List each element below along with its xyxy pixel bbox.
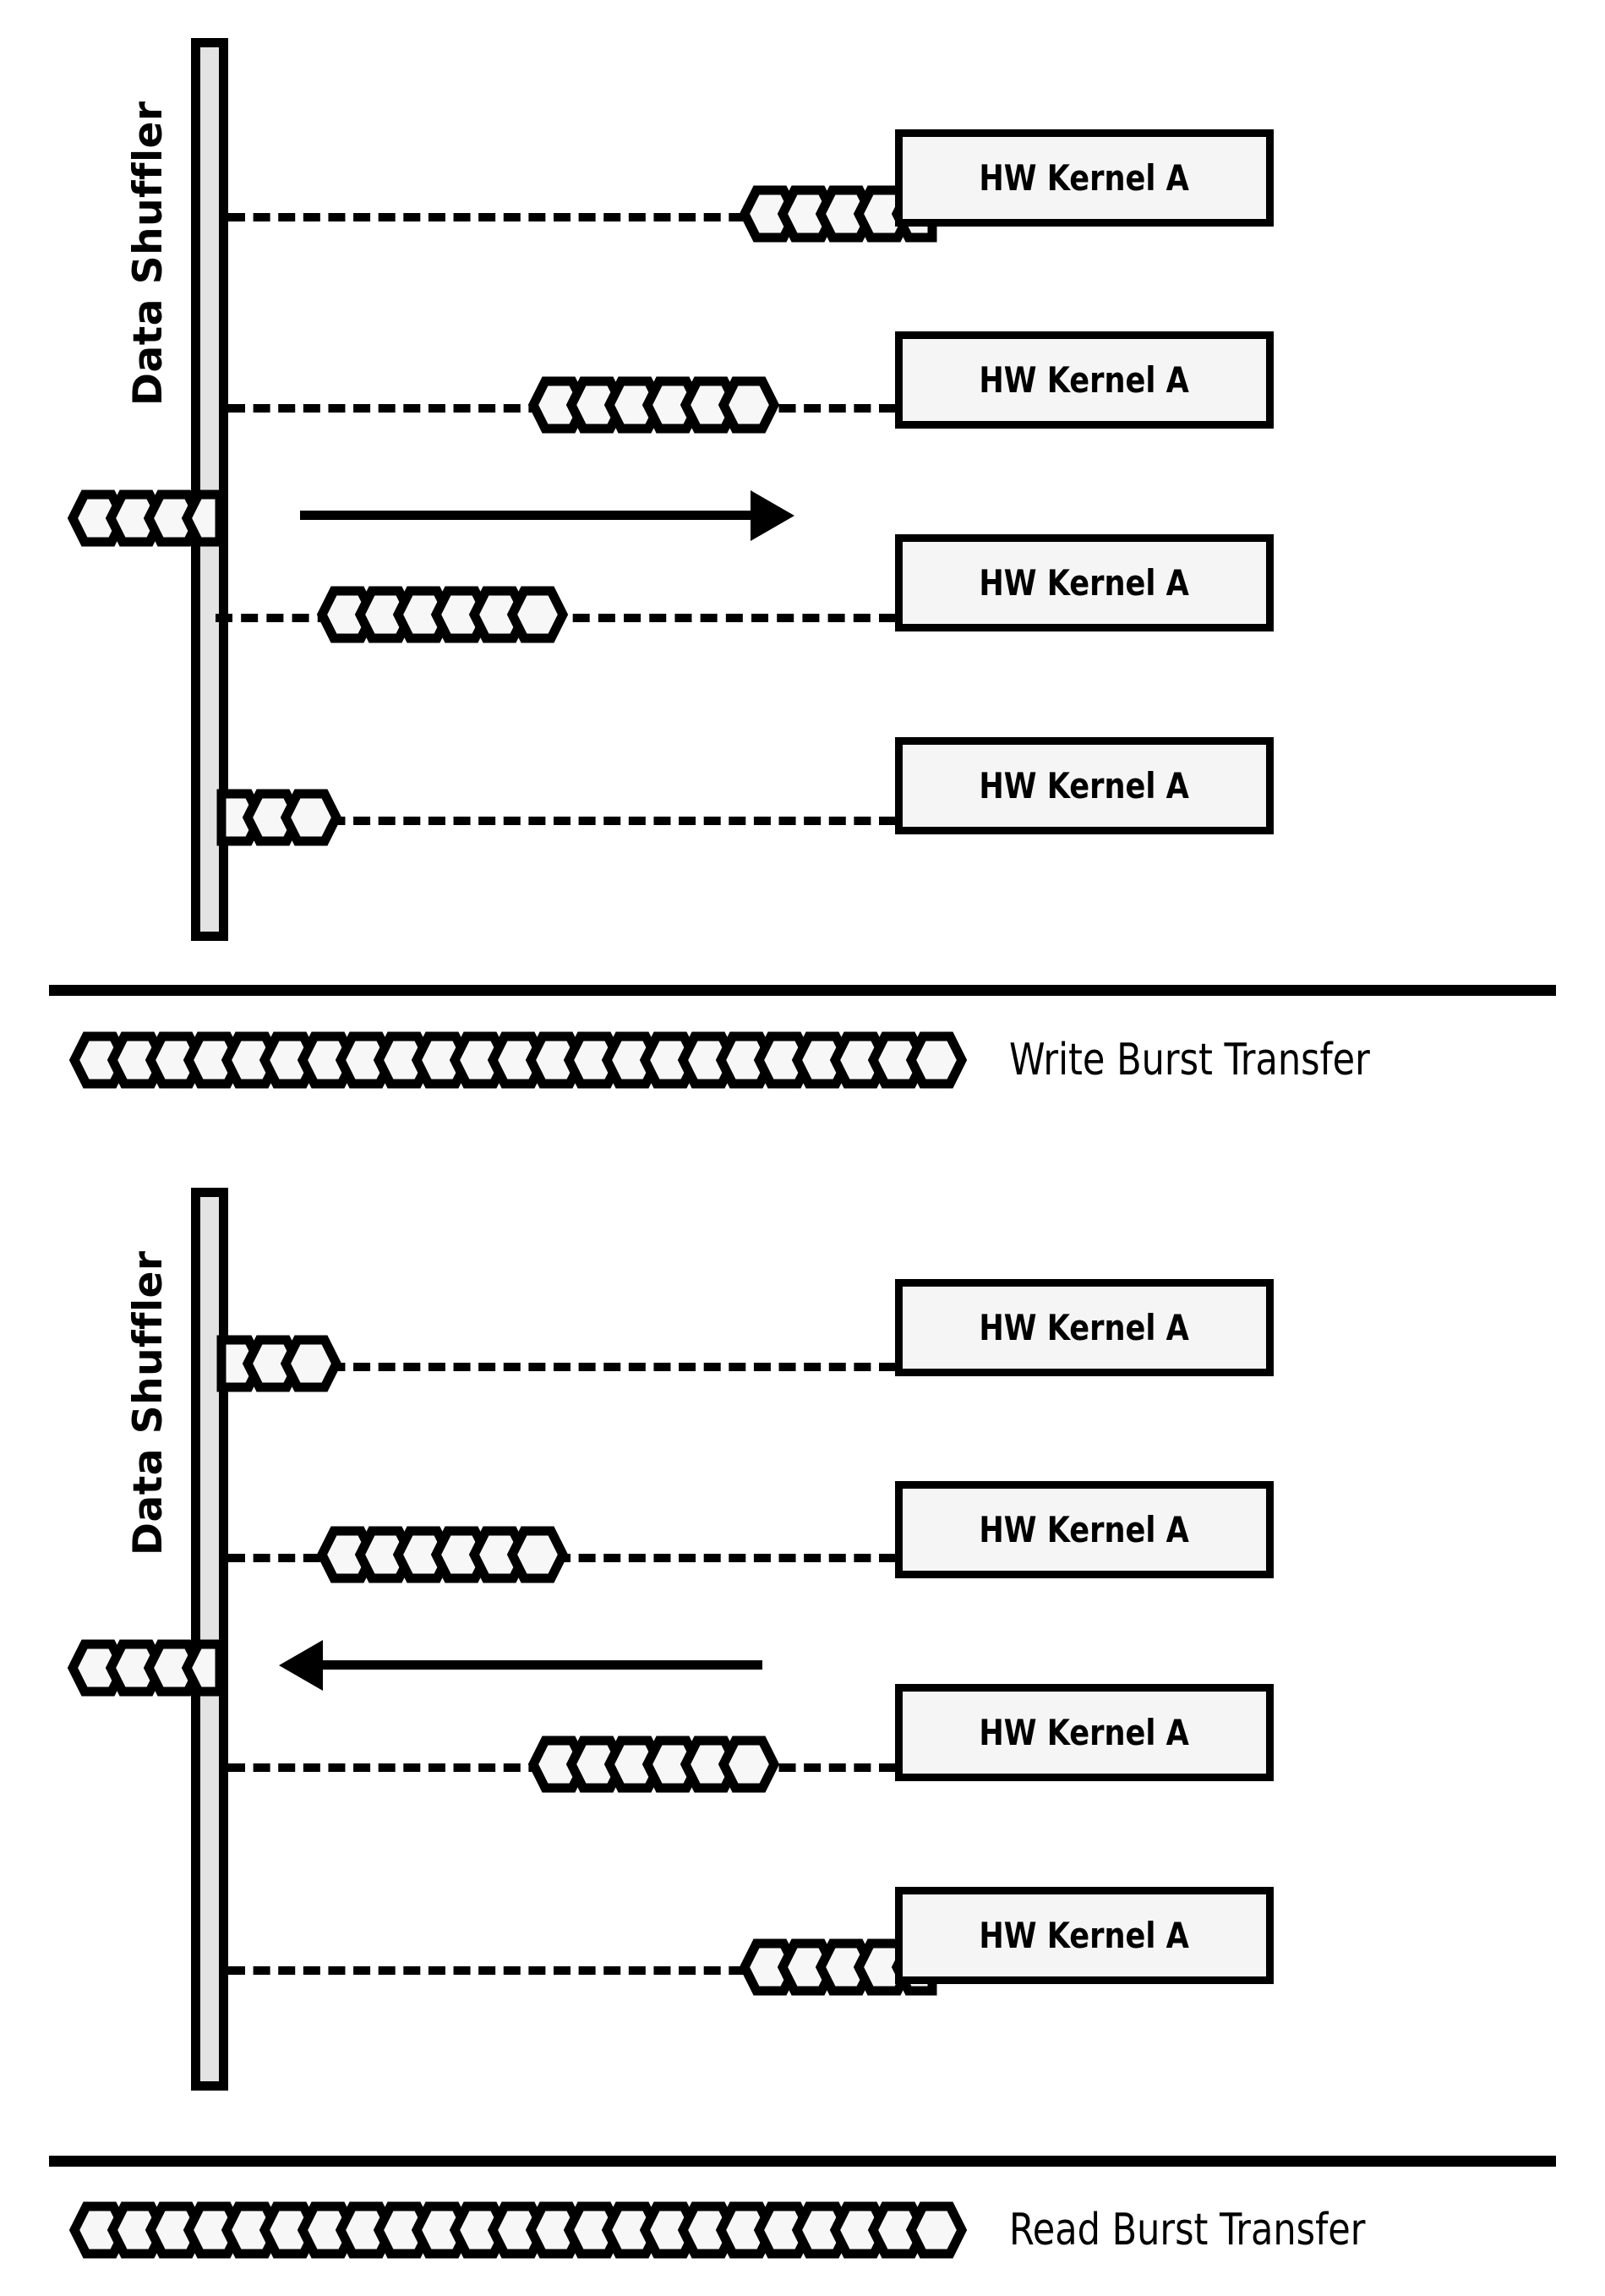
write-panel: Data Shuffler HW Kernel A	[0, 0, 1605, 989]
kernel-label-w1: HW Kernel A	[979, 157, 1190, 199]
kernel-box-w4[interactable]: HW Kernel A	[895, 737, 1274, 834]
kernel-label-w4: HW Kernel A	[979, 765, 1190, 806]
channel-line-w4	[228, 817, 896, 825]
write-legend-label: Write Burst Transfer	[1009, 1035, 1370, 1085]
output-hex-chain-read	[59, 1637, 225, 1698]
data-shuffler-label-read: Data Shuffler	[125, 1250, 172, 1555]
read-burst-legend: Read Burst Transfer	[61, 2200, 1396, 2260]
write-arrow-line	[300, 511, 752, 520]
kernel-box-r3[interactable]: HW Kernel A	[895, 1684, 1274, 1781]
kernel-label-w2: HW Kernel A	[979, 359, 1190, 401]
kernel-box-r2[interactable]: HW Kernel A	[895, 1481, 1274, 1578]
write-arrow-head-icon	[751, 490, 794, 541]
write-legend-hex-chain	[61, 1030, 991, 1091]
channel-line-w1	[228, 213, 896, 221]
hex-chain-r3	[520, 1734, 780, 1795]
hex-chain-r1	[216, 1333, 357, 1394]
channel-line-r1	[228, 1363, 896, 1371]
kernel-label-r2: HW Kernel A	[979, 1509, 1190, 1550]
data-shuffler-label-write: Data Shuffler	[125, 101, 172, 406]
kernel-label-r1: HW Kernel A	[979, 1307, 1190, 1348]
write-burst-legend: Write Burst Transfer	[61, 1030, 1401, 1091]
kernel-box-w2[interactable]: HW Kernel A	[895, 331, 1274, 429]
read-panel: Data Shuffler HW Kernel A	[0, 1150, 1605, 2139]
kernel-box-w1[interactable]: HW Kernel A	[895, 129, 1274, 227]
data-shuffler-bar-write	[191, 38, 228, 941]
read-arrow-head-icon	[279, 1640, 323, 1691]
read-arrow-line	[323, 1660, 762, 1670]
hex-chain-w3	[308, 584, 569, 645]
hex-chain-r2	[308, 1524, 569, 1585]
divider-write	[49, 985, 1556, 996]
kernel-box-r1[interactable]: HW Kernel A	[895, 1279, 1274, 1376]
kernel-box-w3[interactable]: HW Kernel A	[895, 534, 1274, 631]
channel-line-r4	[228, 1966, 896, 1975]
read-legend-hex-chain	[61, 2200, 991, 2260]
hex-chain-w4	[216, 787, 357, 848]
read-legend-label: Read Burst Transfer	[1009, 2205, 1366, 2255]
divider-read	[49, 2156, 1556, 2167]
kernel-box-r4[interactable]: HW Kernel A	[895, 1887, 1274, 1984]
kernel-label-w3: HW Kernel A	[979, 562, 1190, 604]
hex-chain-w2	[520, 374, 780, 435]
kernel-label-r4: HW Kernel A	[979, 1915, 1190, 1956]
kernel-label-r3: HW Kernel A	[979, 1712, 1190, 1753]
input-hex-chain-write	[59, 488, 225, 549]
